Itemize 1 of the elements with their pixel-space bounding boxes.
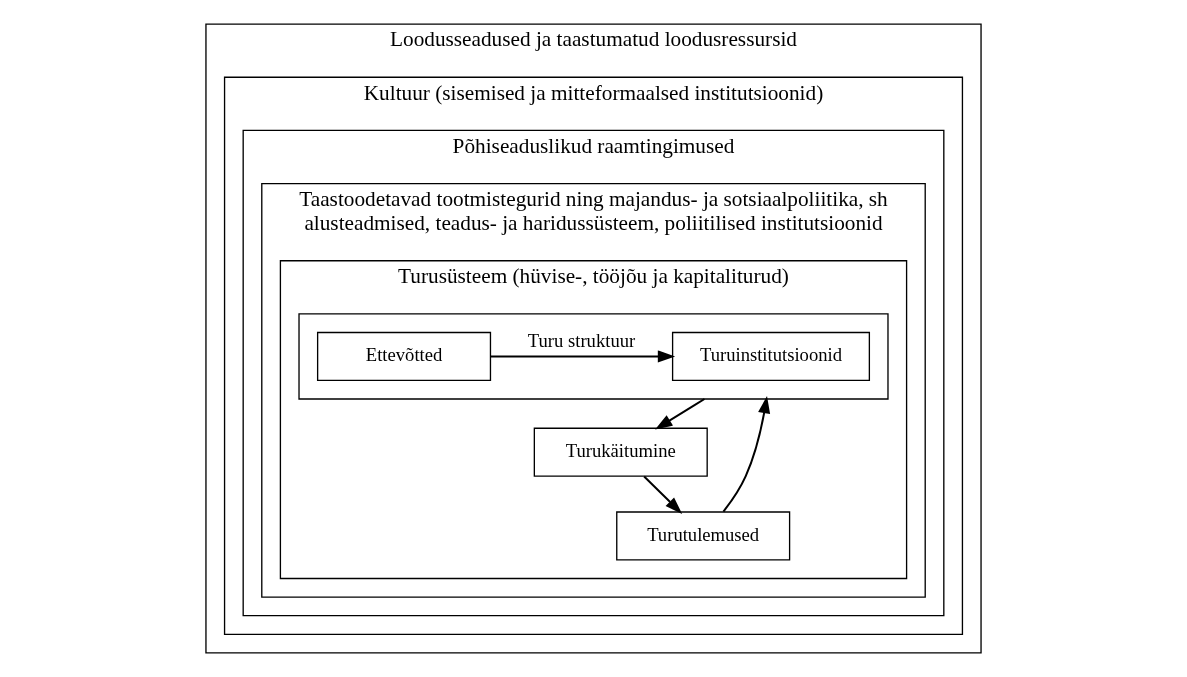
edge-label: Turu struktuur (527, 330, 636, 352)
